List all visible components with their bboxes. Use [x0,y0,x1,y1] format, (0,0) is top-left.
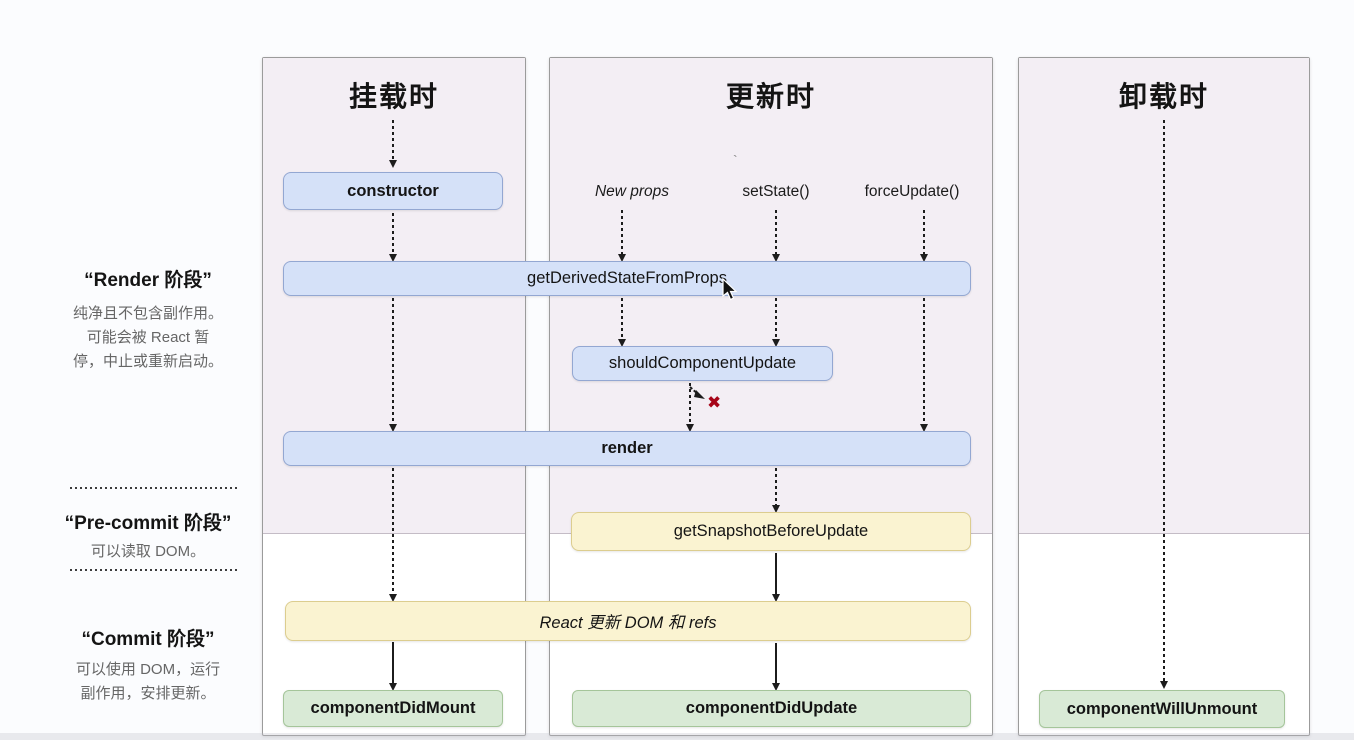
box-get-derived-state-from-props[interactable]: getDerivedStateFromProps [283,261,971,296]
trigger-new-props: New props [594,183,670,200]
dotted-divider [70,487,238,489]
arrow-reactupdates-to-didupdate [771,643,780,691]
note-line: 副作用，安排更新。 [80,685,216,702]
note-render-phase: “Render 阶段” 纯净且不包含副作用。 可能会被 React 暂 停，中止… [40,265,256,374]
box-get-snapshot-before-update[interactable]: getSnapshotBeforeUpdate [571,512,971,551]
note-precommit-phase-title: “Pre-commit 阶段” [64,513,232,534]
arrow-setstate-to-getderived [771,210,780,262]
note-commit-phase-title: “Commit 阶段” [81,629,215,650]
box-react-updates-dom: React 更新 DOM 和 refs [285,601,971,641]
note-line: 可以读取 DOM。 [90,543,206,560]
panel-title-unmounting: 卸载时 [1118,81,1209,112]
arrow-forceupdate-bypass-to-render [919,298,928,432]
reject-x-icon: ✖ [707,393,722,412]
dotted-divider [70,569,238,571]
trigger-set-state: setState() [742,183,810,200]
stray-mark: ` [733,152,738,168]
box-component-did-mount[interactable]: componentDidMount [283,690,503,727]
box-render[interactable]: render [283,431,971,466]
note-render-phase-title: “Render 阶段” [84,270,212,291]
arrow-render-to-reactupdates-mount [388,468,397,602]
arrow-unmount-to-willunmount [1159,120,1168,689]
arrow-forceupdate-to-getderived [919,210,928,262]
arrow-getderived-to-shouldupdate-right [771,298,780,347]
arrow-mount-to-constructor [388,120,397,168]
note-commit-phase: “Commit 阶段” 可以使用 DOM，运行 副作用，安排更新。 [40,624,256,706]
panel-title-mounting: 挂载时 [348,81,439,112]
arrow-getsnapshot-to-reactupdates [771,553,780,602]
box-constructor[interactable]: constructor [283,172,503,210]
arrow-getderived-to-shouldupdate-left [617,298,626,347]
note-line: 纯净且不包含副作用。 [72,305,223,322]
box-component-will-unmount[interactable]: componentWillUnmount [1039,690,1285,728]
panel-title-updating: 更新时 [725,81,816,112]
arrow-constructor-to-getderived [388,213,397,262]
note-line: 可以使用 DOM，运行 [75,661,221,678]
arrow-reactupdates-to-didmount [388,642,397,691]
trigger-force-update: forceUpdate() [864,183,960,200]
box-component-did-update[interactable]: componentDidUpdate [572,690,971,727]
arrow-shouldupdate-to-render [685,383,694,432]
arrow-getderived-to-render-mount [388,298,397,432]
note-line: 停，中止或重新启动。 [72,353,223,370]
arrow-newprops-to-getderived [617,210,626,262]
bottom-edge-strip [0,733,1354,740]
note-line: 可能会被 React 暂 [86,329,210,346]
box-should-component-update[interactable]: shouldComponentUpdate [572,346,833,381]
arrow-shouldupdate-reject [689,386,705,399]
note-precommit-phase: “Pre-commit 阶段” 可以读取 DOM。 [40,508,256,564]
arrow-render-to-getsnapshot [771,468,780,513]
mouse-cursor-icon [722,278,738,301]
